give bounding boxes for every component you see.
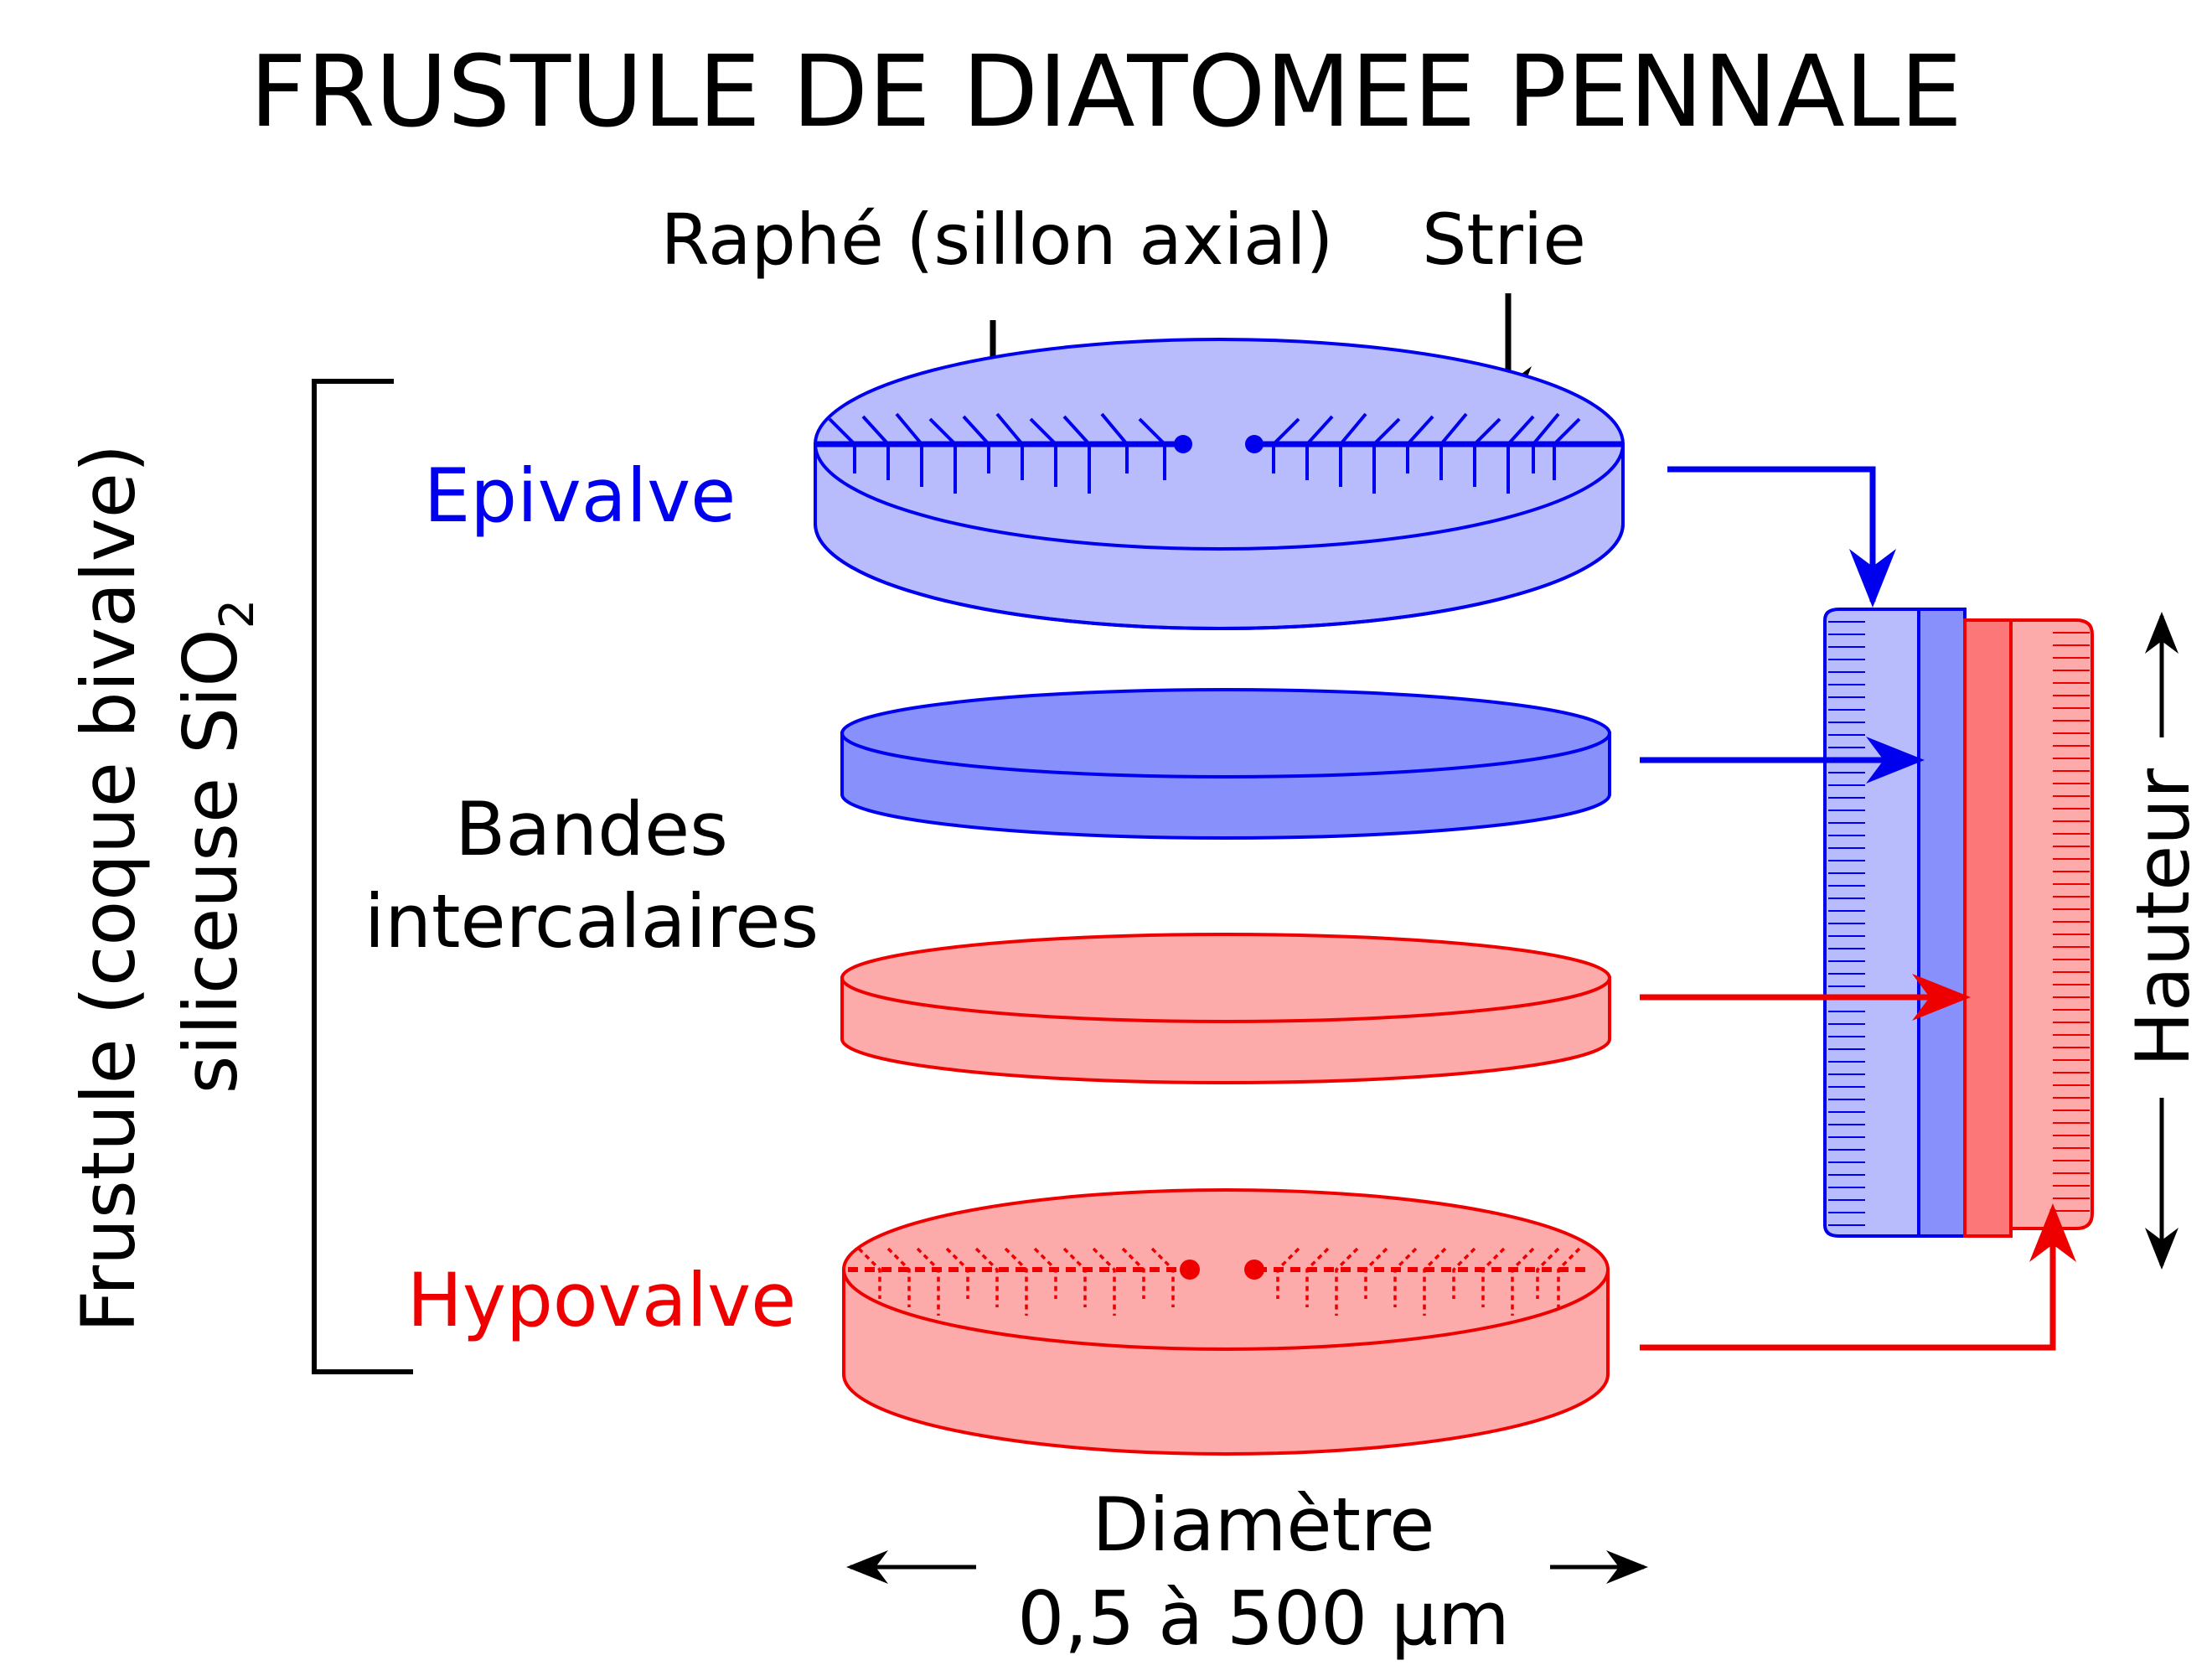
hypovalve-stria [1004,1247,1028,1316]
epivalve-label: Epivalve [424,453,736,539]
hypovalve-stria [974,1247,999,1307]
hypovalve-stria [1335,1247,1359,1316]
frustule-label-group-2: siliceuse SiO2 [168,599,265,1094]
hypovalve-stria [886,1247,911,1307]
hypovalve-stria [1452,1247,1476,1299]
side-view-blue-band [1917,608,1967,1238]
diagram-title: FRUSTULE DE DIATOMEE PENNALE [250,34,1962,149]
side-view-hypovalve-strip [2009,618,2094,1230]
diametre-label: Diamètre [1093,1482,1435,1568]
side-view-red-hatching [2053,632,2090,1212]
frustule-bracket [312,379,413,1374]
epivalve-central-nodule-left [1174,435,1192,453]
hypovalve-central-nodule-right [1244,1260,1264,1280]
red-intercalary-band [840,933,1611,1084]
hypovalve-central-nodule-left [1180,1260,1200,1280]
hypovalve-stria [1121,1247,1145,1299]
frustule-label-line2: siliceuse SiO [168,628,254,1094]
bandes-label-line2: intercalaires [364,878,819,965]
hypovalve-label: Hypovalve [407,1257,797,1343]
hypovalve-connector-arrow [1640,1203,2076,1351]
frustule-label-group: Frustule (coque bivalve) [65,444,152,1332]
epivalve-connector-arrow [1667,466,1896,608]
hypovalve-stria [857,1247,881,1299]
svg-text:siliceuse SiO2: siliceuse SiO2 [168,599,265,1094]
blue-intercalary-band [840,688,1611,840]
raphe-label: Raphé (sillon axial) [661,199,1334,281]
hypovalve-disk [842,1188,1610,1456]
bandes-label-line1: Bandes [455,786,728,872]
frustule-label-subscript: 2 [210,599,265,629]
side-view-red-band [1963,618,2013,1238]
hypovalve-stria [1092,1247,1116,1316]
frustule-side-view [1823,608,2094,1238]
strie-label: Strie [1422,199,1586,281]
diametre-range-label: 0,5 à 500 µm [1017,1575,1509,1662]
epivalve-disk [814,338,1625,630]
hauteur-label: Hauteur [2120,768,2206,1067]
epivalve-central-nodule-right [1245,435,1264,453]
hypovalve-stria [1536,1247,1560,1299]
side-view-blue-hatching [1828,621,1865,1226]
frustule-label-line1: Frustule (coque bivalve) [65,444,152,1332]
hauteur-label-group: Hauteur [2120,768,2206,1067]
